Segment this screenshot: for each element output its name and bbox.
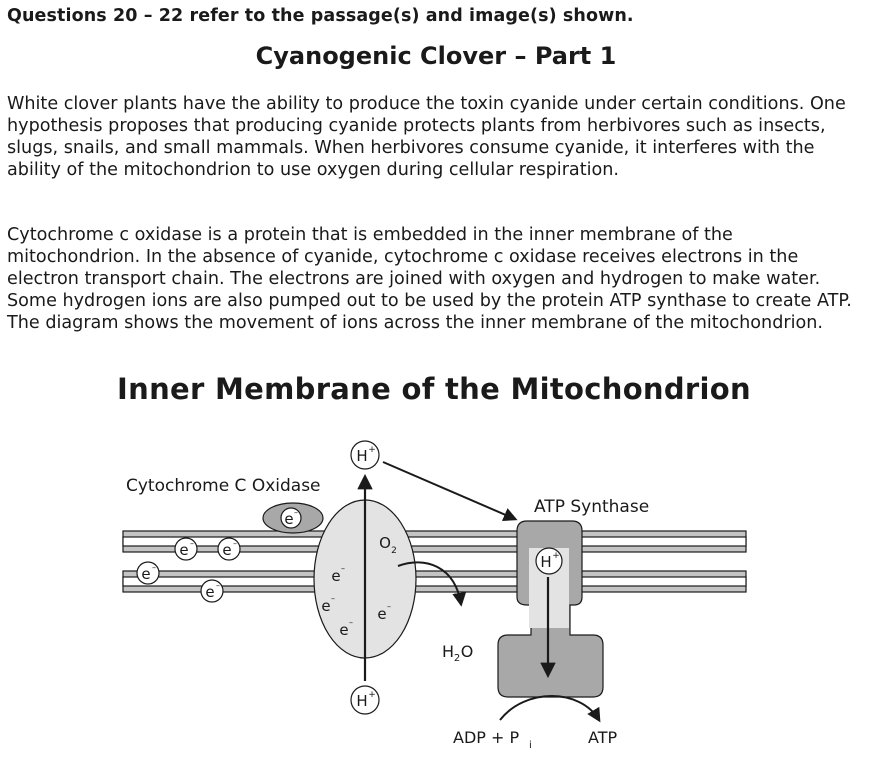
water-o: O: [461, 642, 474, 661]
electron-free-2: e –: [217, 537, 241, 561]
membrane-layer-top-inner: [122, 536, 747, 547]
free-electrons: e – e – e – e –: [136, 537, 241, 603]
electron-symbol: e: [179, 541, 188, 559]
page-title: Cyanogenic Clover – Part 1: [255, 42, 617, 70]
electron-symbol: e: [284, 510, 293, 528]
electron-charge: –: [216, 581, 220, 590]
h-symbol: H: [356, 447, 367, 465]
electron-symbol: e: [377, 605, 386, 623]
electron-charge: –: [341, 564, 345, 573]
atp-synthase: H +: [497, 520, 604, 698]
oxidase-electron-1: e –: [331, 564, 345, 585]
membrane-bilayer: [122, 530, 747, 593]
electron-charge: –: [190, 539, 194, 548]
electron-free-4: e –: [200, 579, 224, 603]
synthase-h-ion: H +: [535, 547, 563, 575]
atp-synthase-label: ATP Synthase: [534, 497, 649, 517]
passage-paragraph-2: Cytochrome c oxidase is a protein that i…: [7, 225, 852, 333]
h-charge: +: [552, 551, 560, 561]
water-formation-arrow: [397, 561, 467, 607]
oxygen-label: O 2: [379, 534, 397, 556]
electron-charge: –: [152, 563, 156, 572]
adp-text: ADP + P: [453, 728, 519, 747]
adp-label: ADP + P i: [453, 728, 532, 751]
cytochrome-label: Cytochrome C Oxidase: [126, 476, 321, 496]
h-symbol: H: [540, 553, 551, 571]
electron-symbol: e: [321, 597, 330, 615]
water-label: H 2 O: [442, 642, 473, 664]
oxygen-symbol: O: [379, 534, 391, 552]
h-ion-top: H +: [350, 440, 380, 470]
oxygen-subscript: 2: [391, 546, 397, 556]
passage-paragraph-1: White clover plants have the ability to …: [7, 94, 846, 180]
oxidase-electron-3: e –: [339, 618, 353, 639]
atp-production-arrow: [499, 695, 601, 723]
electron-carrier: e –: [262, 502, 324, 534]
water-subscript: 2: [454, 653, 460, 664]
h-charge: +: [368, 445, 376, 455]
cytochrome-c-oxidase: e – e – e – e – O 2: [313, 473, 417, 681]
h-symbol: H: [356, 692, 367, 710]
questions-header: Questions 20 – 22 refer to the passage(s…: [7, 6, 634, 26]
electron-symbol: e: [141, 565, 150, 583]
h-charge: +: [368, 690, 376, 700]
oxidase-electron-2: e –: [321, 594, 335, 615]
electron-free-1: e –: [174, 537, 198, 561]
electron-symbol: e: [339, 621, 348, 639]
electron-charge: –: [294, 508, 298, 517]
adp-subscript: i: [529, 740, 532, 751]
electron-charge: –: [233, 539, 237, 548]
h-ion-transfer-arrow: [382, 461, 518, 521]
membrane-layer-bottom-inner: [122, 576, 747, 587]
oxidase-electron-4: e –: [377, 602, 391, 623]
diagram-title: Inner Membrane of the Mitochondrion: [117, 372, 751, 406]
electron-symbol: e: [331, 567, 340, 585]
electron-charge: –: [387, 602, 391, 611]
electron-charge: –: [349, 618, 353, 627]
electron-free-3: e –: [136, 561, 160, 585]
electron-symbol: e: [205, 583, 214, 601]
atp-label: ATP: [588, 728, 617, 747]
h-ion-bottom: H +: [350, 685, 380, 715]
electron-charge: –: [331, 594, 335, 603]
electron-symbol: e: [222, 541, 231, 559]
water-h: H: [442, 642, 454, 661]
